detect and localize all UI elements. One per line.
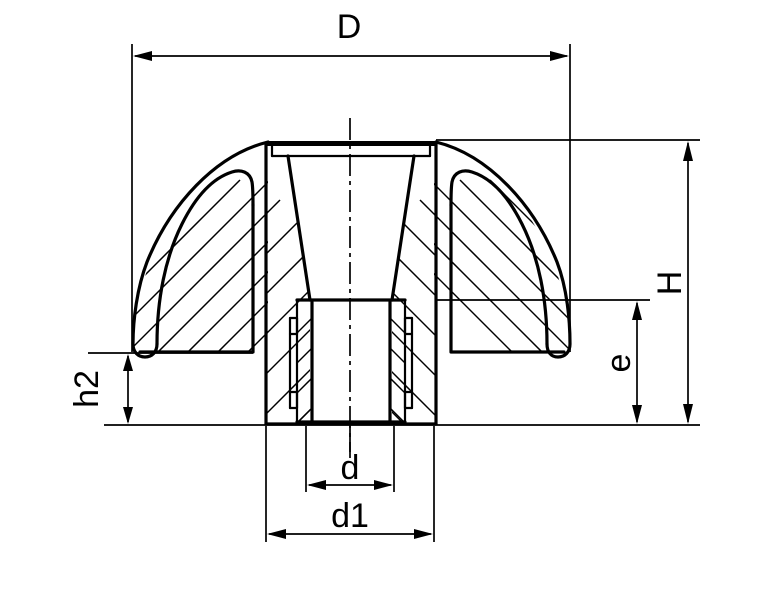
dimension-label-H: H — [651, 271, 689, 296]
hub-top-rim-fill — [266, 141, 436, 146]
right-lobe-inner-profile — [449, 169, 549, 346]
d-arrow-left — [133, 51, 152, 61]
dimension-label-D: D — [337, 8, 362, 46]
d-bore-arrow-left — [307, 480, 326, 490]
conical-recess-left-wall — [286, 154, 312, 302]
bush-step-left — [288, 316, 299, 336]
h2-arrow-top — [123, 354, 133, 371]
bush-step-lower-right — [403, 390, 414, 410]
d-bore-arrow-right — [374, 480, 393, 490]
section-hatching-left-hub — [266, 199, 310, 424]
h2-arrow-bottom — [123, 407, 133, 424]
d1-arrow-left — [267, 529, 286, 539]
left-lobe-inner-profile — [155, 169, 255, 346]
bush-step-right — [403, 316, 414, 336]
right-lobe-underside — [449, 203, 566, 354]
dimension-label-d1: d1 — [331, 497, 369, 535]
left-lobe-outer-profile — [131, 140, 270, 359]
e-arrow-top — [632, 301, 642, 320]
section-hatching-right-bush — [390, 300, 404, 424]
section-hatching-right-hub — [392, 199, 436, 424]
bush-step-lower-left — [288, 390, 299, 410]
right-lobe-outer-profile — [434, 140, 572, 359]
d1-arrow-right — [414, 529, 433, 539]
section-hatching-left-bush — [298, 300, 312, 424]
dimension-label-h2: h2 — [68, 370, 106, 408]
dimension-label-e: e — [600, 354, 638, 373]
conical-recess-right-wall — [390, 154, 416, 302]
section-hatching-left-lobe — [133, 179, 268, 352]
h-arrow-top — [683, 141, 693, 161]
dimension-label-d: d — [341, 449, 360, 487]
h-arrow-bottom — [683, 404, 693, 424]
left-lobe-underside — [138, 203, 255, 354]
d-arrow-right — [550, 51, 569, 61]
e-arrow-bottom — [632, 405, 642, 424]
